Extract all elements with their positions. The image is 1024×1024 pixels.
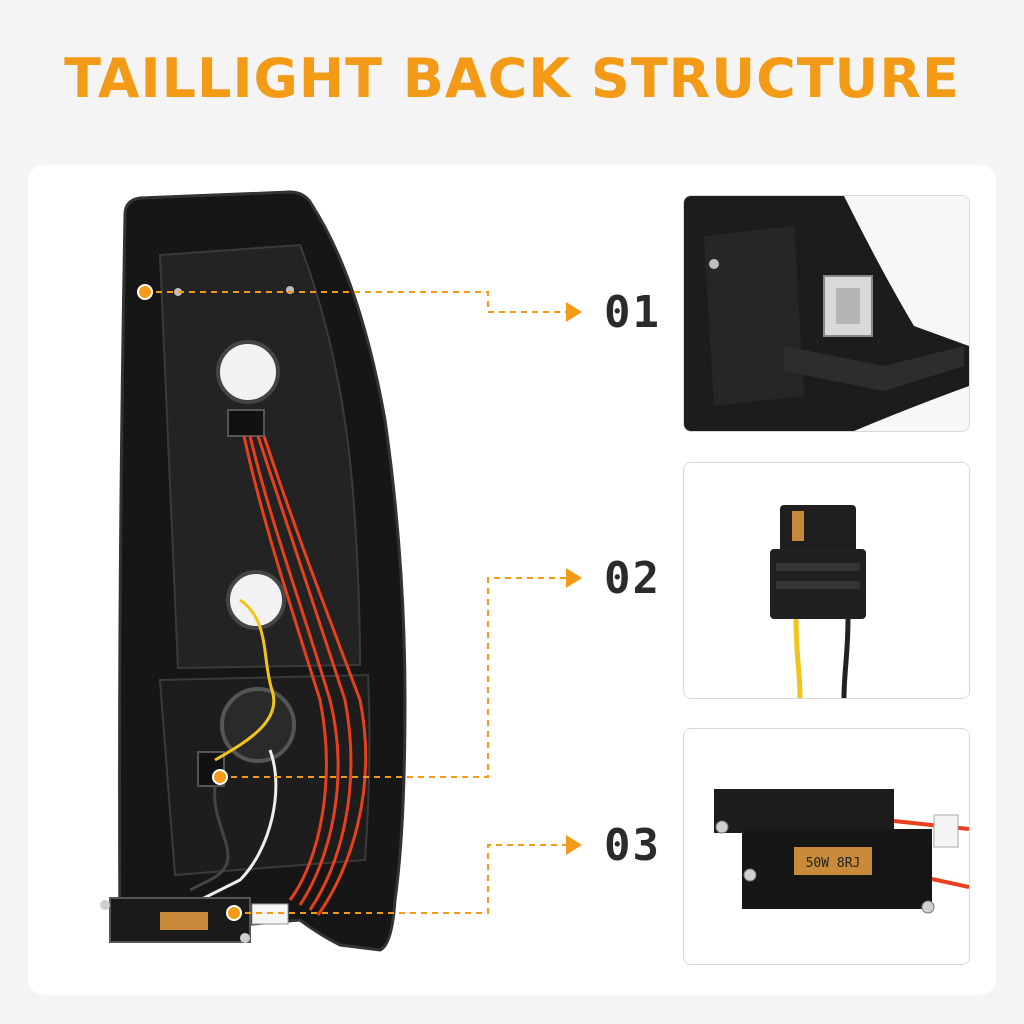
callout-label-03: 03 (604, 820, 661, 871)
white-wire (199, 749, 278, 902)
resistor-label-plate (160, 912, 208, 930)
page-title: TAILLIGHT BACK STRUCTURE (64, 47, 960, 110)
leader-line-02 (220, 577, 568, 778)
black-wire (189, 785, 230, 892)
detail-photo-01 (683, 195, 970, 432)
leader-line-03 (234, 844, 568, 914)
callout-arrow-icon (566, 835, 582, 855)
bulb-socket-upper (216, 340, 280, 404)
callout-label-02: 02 (604, 553, 661, 604)
resistor-marking: 50W 8RJ (806, 856, 861, 871)
detail-photo-03: 50W 8RJ (683, 728, 970, 965)
bulb-socket-middle (226, 570, 286, 630)
detail-photo-02 (683, 462, 970, 699)
leader-lines (145, 291, 568, 914)
callout-label-01: 01 (604, 287, 661, 338)
callout-arrow-icon (566, 302, 582, 322)
red-wire-bundle (242, 435, 368, 916)
callout-dot-03 (226, 905, 242, 921)
callout-dot-01 (137, 284, 153, 300)
housing-lower-section (158, 673, 371, 877)
leader-line-01 (145, 291, 568, 313)
callout-arrow-icon (566, 568, 582, 588)
upper-connector (227, 409, 265, 437)
yellow-wire (214, 598, 276, 762)
callout-dot-02 (212, 769, 228, 785)
